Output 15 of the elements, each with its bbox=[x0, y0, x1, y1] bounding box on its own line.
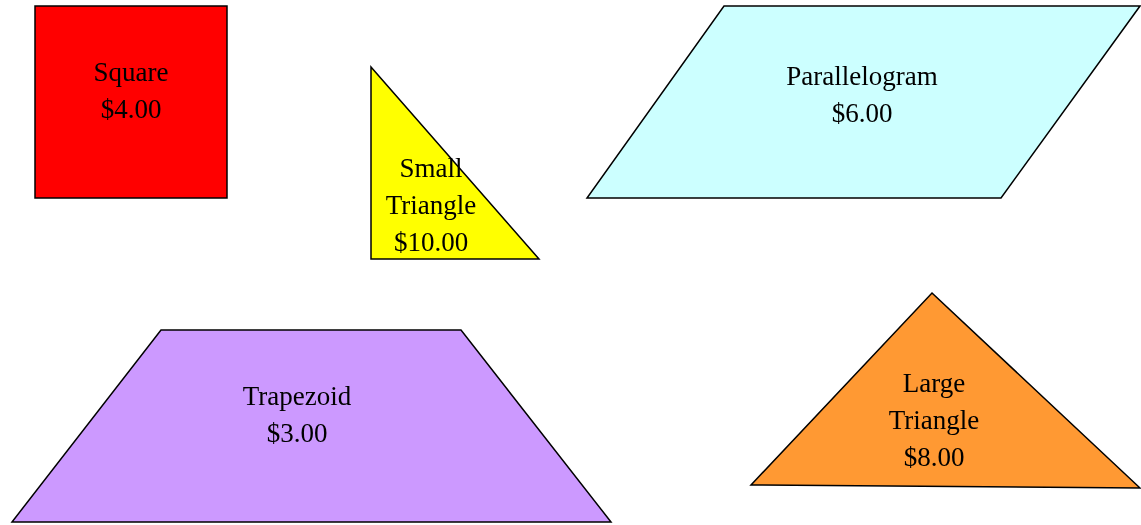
parallelogram-shape bbox=[587, 6, 1140, 198]
shape-name: Square bbox=[92, 56, 170, 89]
shape-name: Trapezoid bbox=[241, 380, 353, 413]
shape-name: Large Triangle bbox=[887, 367, 981, 437]
trapezoid-shape bbox=[12, 330, 611, 522]
price-label: $4.00 bbox=[99, 93, 163, 126]
price-label: $6.00 bbox=[830, 97, 894, 130]
price-label: $8.00 bbox=[902, 441, 966, 474]
shape-name: Parallelogram bbox=[785, 60, 939, 93]
triangle-shape bbox=[371, 67, 539, 259]
price-label: $3.00 bbox=[265, 417, 329, 450]
shape-name: Small Triangle bbox=[384, 152, 478, 222]
square-shape bbox=[35, 6, 227, 198]
price-label: $10.00 bbox=[392, 226, 470, 259]
triangle-shape bbox=[751, 293, 1140, 488]
